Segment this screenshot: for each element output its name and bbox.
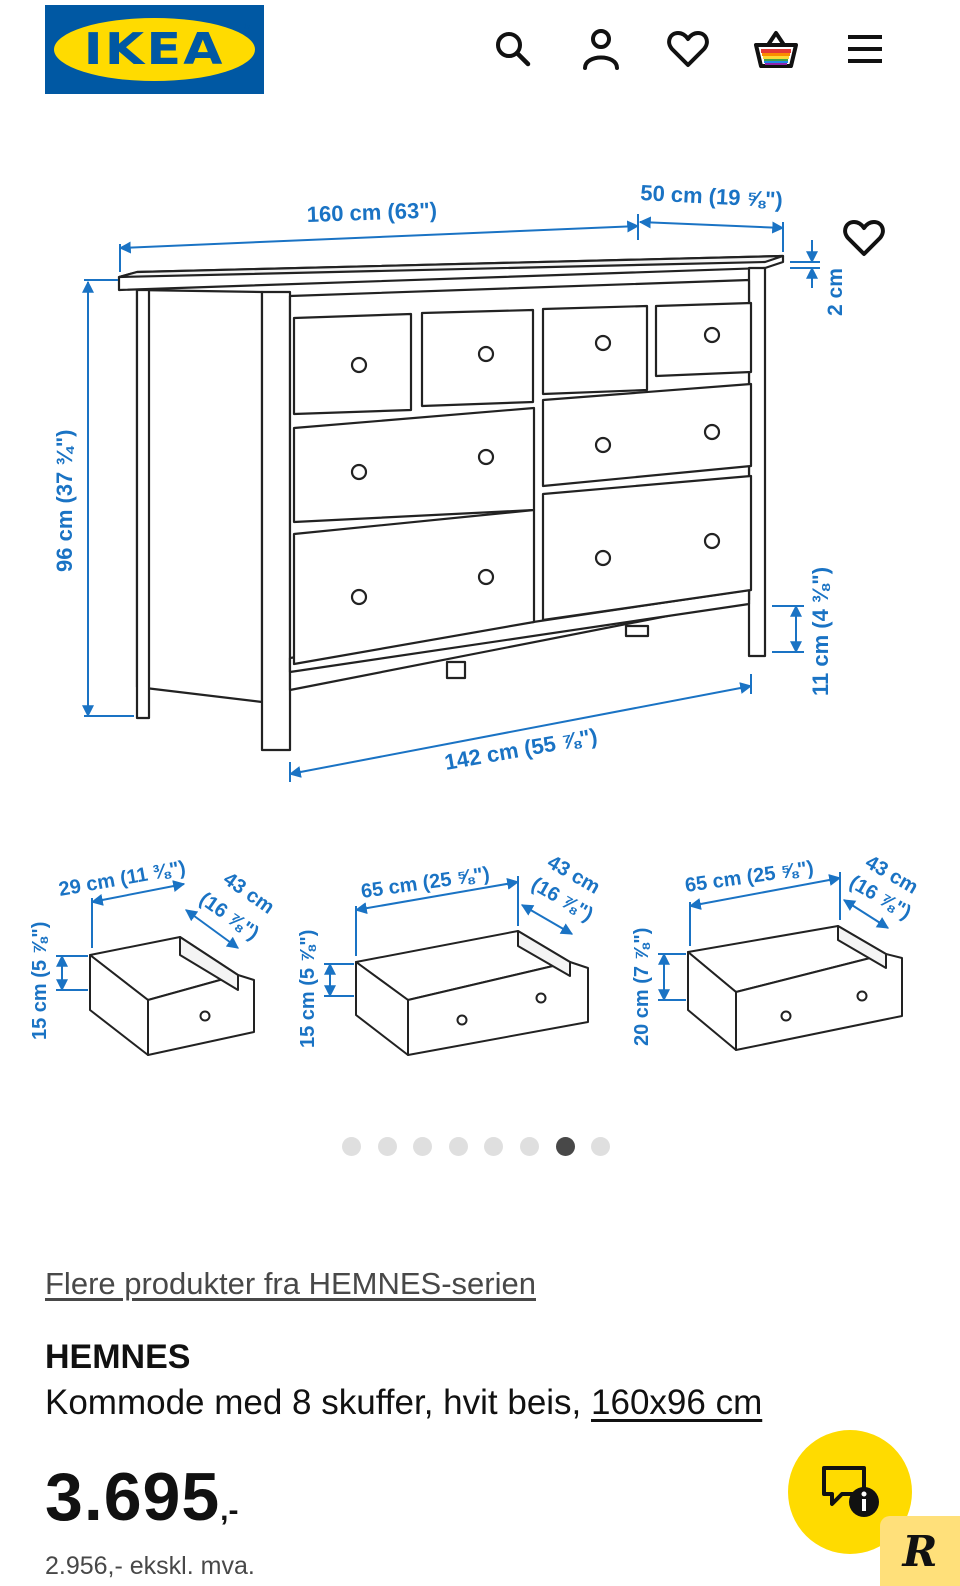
carousel-dot[interactable] (555, 1137, 575, 1156)
product-name: HEMNES (45, 1338, 191, 1376)
drawer-2-height-label: 15 cm (5 ⅞") (297, 930, 319, 1048)
dimension-drawing: 160 cm (63") 50 cm (19 ⅝") 96 cm (37 ¾")… (29, 180, 922, 1056)
drawer-3: 65 cm (25 ⅝") 43 cm (16 ⅞") 20 cm (7 ⅞") (631, 851, 922, 1051)
carousel-dot[interactable] (448, 1137, 468, 1156)
basket-icon[interactable] (753, 26, 799, 72)
size-link[interactable]: 160x96 cm (591, 1383, 763, 1422)
menu-icon[interactable] (842, 26, 888, 72)
carousel-dot[interactable] (377, 1137, 397, 1156)
dim-width-label: 160 cm (63") (306, 197, 437, 227)
logo-text: IKEA (84, 24, 225, 75)
carousel-dot[interactable] (520, 1137, 539, 1156)
drawer-1: 29 cm (11 ⅜") 43 cm (16 ⅞") 15 cm (5 ⅞") (29, 857, 278, 1056)
drawer-3-width-label: 65 cm (25 ⅝") (684, 857, 815, 897)
carousel-dot[interactable] (413, 1137, 433, 1156)
drawer-3-height-label: 20 cm (7 ⅞") (631, 928, 653, 1046)
price-suffix: ,- (220, 1494, 239, 1527)
series-link[interactable]: Flere produkter fra HEMNES-serien (45, 1266, 536, 1301)
price-excl-vat: 2.956,- ekskl. mva. (45, 1552, 255, 1580)
ikea-logo[interactable]: IKEA ® (45, 5, 264, 94)
carousel-dot[interactable] (484, 1137, 504, 1156)
heart-icon[interactable] (665, 26, 711, 72)
carousel-dot[interactable] (591, 1137, 611, 1156)
extension-badge[interactable]: R (880, 1516, 960, 1586)
drawer-2: 65 cm (25 ⅝") 43 cm (16 ⅞") 15 cm (5 ⅞") (297, 851, 604, 1056)
top-header: IKEA ® (0, 0, 960, 100)
dim-height-label: 96 cm (37 ¾") (52, 429, 77, 572)
chat-info-icon (818, 1460, 882, 1525)
price-integer: 3.695 (45, 1459, 221, 1535)
dim-top-thickness-label: 2 cm (824, 268, 847, 316)
logo-oval: IKEA (54, 18, 255, 81)
profile-icon[interactable] (578, 26, 624, 72)
dim-inner-width-label: 142 cm (55 ⅞") (443, 723, 600, 774)
drawer-2-width-label: 65 cm (25 ⅝") (360, 863, 491, 903)
carousel-dot[interactable] (342, 1137, 361, 1156)
logo-registered-mark: ® (243, 21, 250, 31)
price: 3.695,- (45, 1458, 239, 1536)
carousel-pagination (0, 1137, 960, 1157)
product-image-gallery[interactable]: 160 cm (63") 50 cm (19 ⅝") 96 cm (37 ¾")… (0, 100, 960, 1120)
drawer-1-height-label: 15 cm (5 ⅞") (29, 922, 51, 1040)
search-icon[interactable] (490, 26, 536, 72)
save-to-favourites-button[interactable] (832, 208, 896, 272)
drawer-1-width-label: 29 cm (11 ⅜") (57, 857, 187, 901)
description-text: Kommode med 8 skuffer, hvit beis, (45, 1383, 592, 1422)
product-description: Kommode med 8 skuffer, hvit beis, 160x96… (45, 1383, 762, 1423)
heart-icon (843, 219, 885, 262)
dim-depth-label: 50 cm (19 ⅝") (640, 180, 784, 212)
dim-leg-height-label: 11 cm (4 ⅜") (808, 567, 833, 696)
